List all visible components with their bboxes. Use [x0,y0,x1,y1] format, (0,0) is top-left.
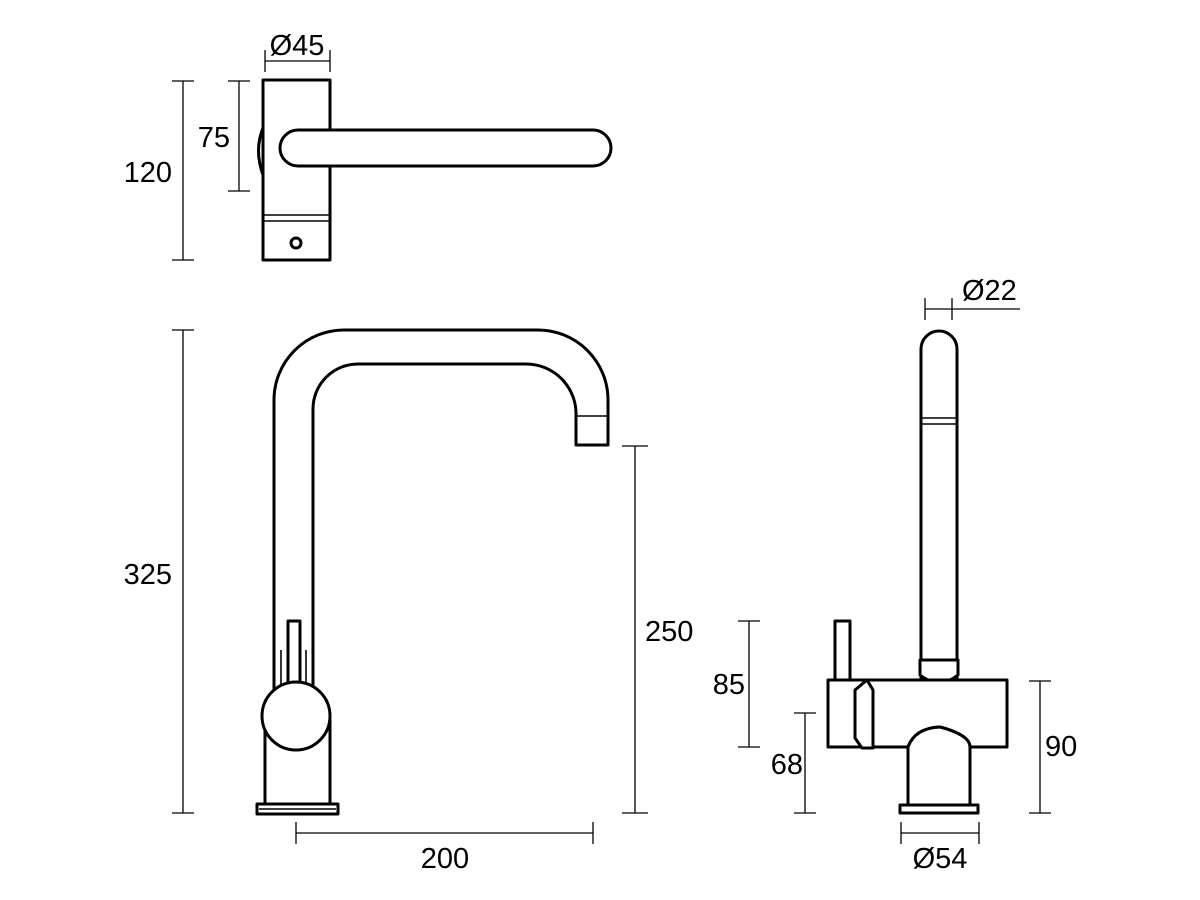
dim-label-lever-height: 85 [713,669,745,701]
front-view [255,328,610,816]
front-view-spout [272,328,610,722]
side-view-lever-joint [853,678,875,750]
dim-label-front-overall-height: 325 [124,559,172,591]
dim-label-top-handle-height: 75 [198,122,230,154]
dim-label-base-diameter: Ø54 [913,843,968,875]
dim-top-diameter: Ø45 [264,30,331,72]
dim-label-top-overall-height: 120 [124,157,172,189]
dim-base-height: 90 [1029,680,1077,814]
side-view-neck [906,725,972,807]
dim-spout-reach: 200 [295,822,594,875]
dim-label-body-height: 68 [771,749,803,781]
dim-lever-height: 85 [713,620,760,748]
dim-body-height: 68 [771,712,816,814]
dim-top-overall-height: 120 [124,80,194,261]
dim-label-spout-reach: 200 [421,843,469,875]
dim-base-diameter: Ø54 [900,822,980,875]
dim-label-spout-clearance: 250 [645,616,693,648]
dim-label-base-height: 90 [1045,731,1077,763]
side-view-foot [898,803,980,815]
top-view [257,78,613,262]
dim-top-handle-height: 75 [198,80,250,192]
dim-front-overall-height: 325 [124,329,194,814]
side-view-lever [833,619,852,683]
dim-spout-clearance: 250 [622,445,693,814]
side-view [826,329,1009,815]
front-view-lever [286,619,302,685]
side-view-spout-pipe [919,329,959,687]
top-view-handle [278,128,332,168]
dim-label-spout-diameter: Ø22 [962,275,1017,307]
top-view-body [261,78,332,262]
dim-spout-diameter: Ø22 [924,275,1020,320]
dim-label-top-diameter: Ø45 [270,30,325,62]
top-view-hole [289,236,303,250]
front-view-cartridge [260,680,332,752]
top-view-spout [328,128,613,168]
